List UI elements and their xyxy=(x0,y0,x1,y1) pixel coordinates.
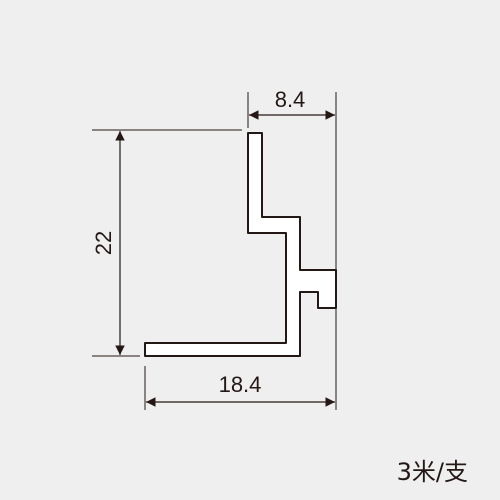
unit-note: 3米/支 xyxy=(396,458,468,486)
profile-shape xyxy=(144,132,337,357)
dimension-label-top-width: 8.4 xyxy=(275,87,306,112)
dimension-label-bottom-width: 18.4 xyxy=(219,372,262,397)
dimension-label-height: 22 xyxy=(91,231,116,255)
